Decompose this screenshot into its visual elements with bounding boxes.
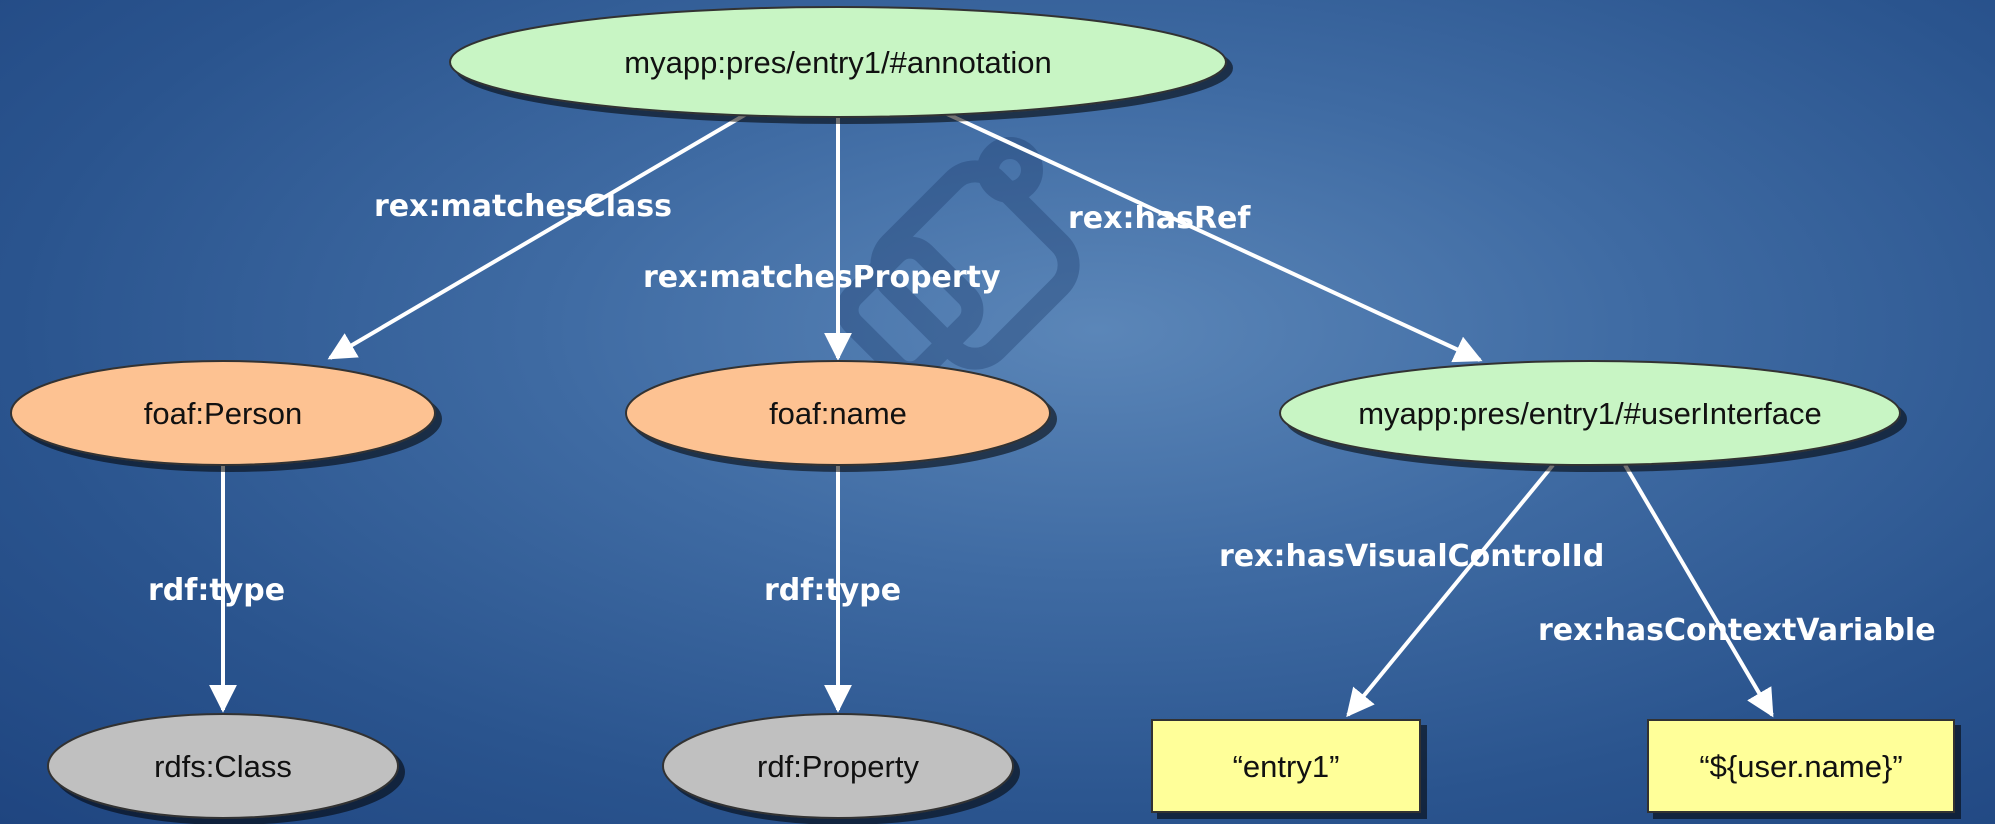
node-annotation: myapp:pres/entry1/#annotation	[449, 6, 1227, 118]
label-matches-class: rex:matchesClass	[374, 189, 672, 224]
edge-has-visual-control-id	[1346, 463, 1555, 718]
node-foaf-person: foaf:Person	[10, 360, 436, 466]
label-has-context-variable: rex:hasContextVariable	[1538, 613, 1936, 648]
node-foaf-person-label: foaf:Person	[144, 396, 303, 431]
label-matches-property: rex:matchesProperty	[643, 260, 1001, 295]
node-user-interface: myapp:pres/entry1/#userInterface	[1279, 360, 1901, 466]
node-literal-user-name: “${user.name}”	[1647, 719, 1955, 813]
node-literal-user-name-label: “${user.name}”	[1699, 749, 1902, 784]
node-rdfs-class: rdfs:Class	[47, 713, 399, 819]
node-annotation-label: myapp:pres/entry1/#annotation	[624, 45, 1051, 80]
label-has-ref: rex:hasRef	[1068, 201, 1251, 236]
node-literal-entry1-label: “entry1”	[1233, 749, 1340, 784]
edge-matches-class	[327, 111, 750, 360]
node-rdfs-class-label: rdfs:Class	[154, 749, 292, 784]
background-logo	[836, 137, 1080, 384]
edge-labels: rex:matchesClass rex:matchesProperty rex…	[148, 189, 1936, 648]
node-rdf-property-label: rdf:Property	[757, 749, 919, 784]
node-foaf-name-label: foaf:name	[769, 396, 907, 431]
edge-has-context-variable	[1623, 463, 1774, 718]
node-literal-entry1: “entry1”	[1151, 719, 1421, 813]
label-type-person: rdf:type	[148, 573, 285, 608]
label-has-visual-control-id: rex:hasVisualControlId	[1219, 539, 1604, 574]
label-type-name: rdf:type	[764, 573, 901, 608]
edges	[209, 111, 1774, 718]
node-user-interface-label: myapp:pres/entry1/#userInterface	[1358, 396, 1822, 431]
node-foaf-name: foaf:name	[625, 360, 1051, 466]
node-rdf-property: rdf:Property	[662, 713, 1014, 819]
edge-has-ref	[944, 111, 1483, 363]
